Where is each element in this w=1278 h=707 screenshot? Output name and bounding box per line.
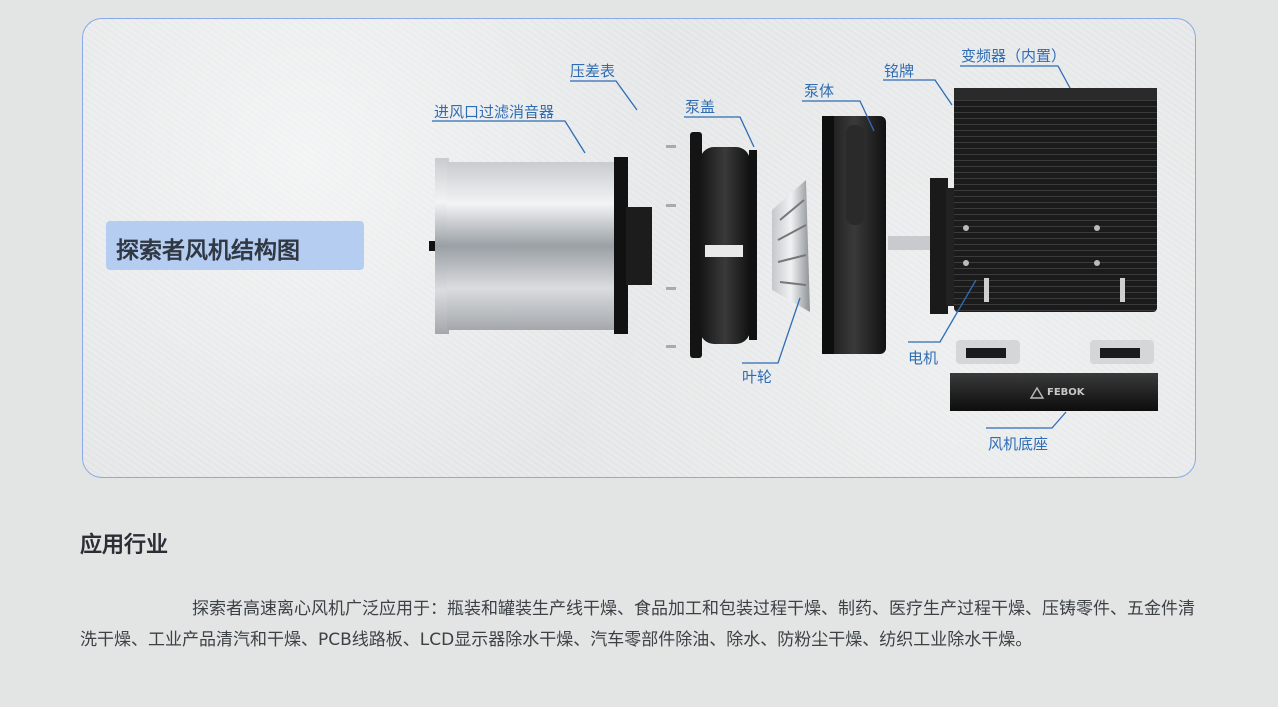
- leader-lines: [432, 65, 1071, 429]
- diagram-title: 探索者风机结构图: [116, 238, 300, 264]
- impeller-part: [772, 180, 810, 312]
- pump-cover-part: [690, 132, 757, 358]
- label-motor: 电机: [908, 349, 939, 367]
- label-pump-cover: 泵盖: [685, 98, 716, 116]
- label-inlet-filter-silencer: 进风口过滤消音器: [434, 103, 555, 121]
- industries-paragraph: 探索者高速离心风机广泛应用于：瓶装和罐装生产线干燥、食品加工和包装过程干燥、制药…: [80, 599, 1195, 650]
- label-pressure-gauge: 压差表: [570, 62, 616, 80]
- brand-logo-text: FEBOK: [1047, 387, 1085, 398]
- label-fan-base: 风机底座: [988, 435, 1049, 453]
- label-inverter-builtin: 变频器（内置）: [961, 47, 1067, 65]
- inlet-filter-silencer-part: [429, 157, 652, 334]
- label-impeller: 叶轮: [742, 368, 773, 386]
- bolts: [666, 145, 676, 348]
- motor-inverter-part: [888, 88, 1157, 314]
- pump-body-part: [822, 116, 886, 354]
- industries-heading: 应用行业: [80, 533, 169, 558]
- label-nameplate: 铭牌: [884, 62, 915, 80]
- diagram-title-box: 探索者风机结构图: [106, 221, 364, 270]
- label-pump-body: 泵体: [804, 82, 835, 100]
- fan-base-part: [950, 340, 1158, 411]
